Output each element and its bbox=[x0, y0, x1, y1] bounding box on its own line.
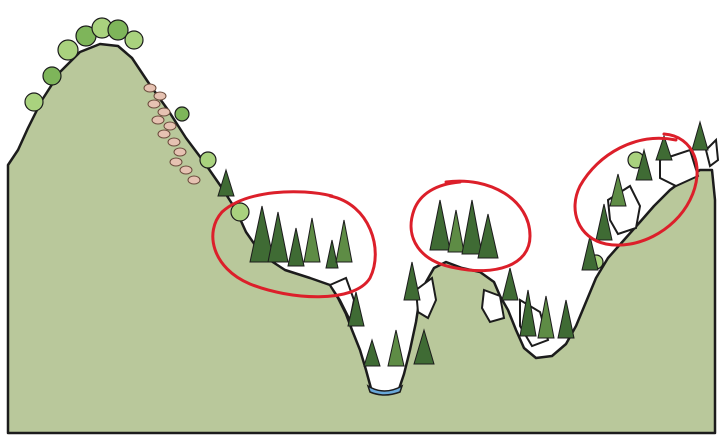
boulder-icon bbox=[144, 84, 156, 92]
conifer-tree-icon bbox=[502, 268, 518, 300]
conifer-tree-icon bbox=[430, 200, 450, 250]
conifer-tree-icon bbox=[268, 212, 288, 262]
deciduous-tree-icon bbox=[58, 40, 78, 60]
boulder-icon bbox=[158, 130, 170, 138]
conifer-tree-icon bbox=[388, 330, 404, 366]
conifer-tree-icon bbox=[478, 214, 498, 258]
conifer-tree-icon bbox=[364, 340, 380, 366]
conifer-tree-icon bbox=[692, 122, 708, 150]
boulder-icon bbox=[188, 176, 200, 184]
conifer-tree-icon bbox=[288, 228, 304, 266]
deciduous-tree-icon bbox=[200, 152, 216, 168]
conifer-tree-icon bbox=[404, 262, 420, 300]
conifer-tree-icon bbox=[304, 218, 320, 262]
pond-icon bbox=[368, 386, 402, 395]
conifer-tree-icon bbox=[336, 220, 352, 262]
boulder-icon bbox=[168, 138, 180, 146]
deciduous-tree-icon bbox=[175, 107, 189, 121]
cliff-face bbox=[706, 140, 718, 166]
deciduous-tree-icon bbox=[25, 93, 43, 111]
boulder-icon bbox=[158, 108, 170, 116]
conifer-tree-icon bbox=[462, 200, 482, 254]
boulder-icon bbox=[154, 92, 166, 100]
boulder-icon bbox=[152, 116, 164, 124]
boulder-icon bbox=[148, 100, 160, 108]
boulder-icon bbox=[174, 148, 186, 156]
deciduous-tree-icon bbox=[125, 31, 143, 49]
deciduous-tree-icon bbox=[231, 203, 249, 221]
conifer-tree-icon bbox=[448, 210, 464, 252]
deciduous-tree-icon bbox=[43, 67, 61, 85]
boulder-icon bbox=[164, 122, 176, 130]
boulder-icon bbox=[180, 166, 192, 174]
conifer-tree-icon bbox=[558, 300, 574, 338]
conifer-tree-icon bbox=[326, 240, 338, 268]
conifer-tree-icon bbox=[218, 170, 234, 196]
boulder-icon bbox=[170, 158, 182, 166]
